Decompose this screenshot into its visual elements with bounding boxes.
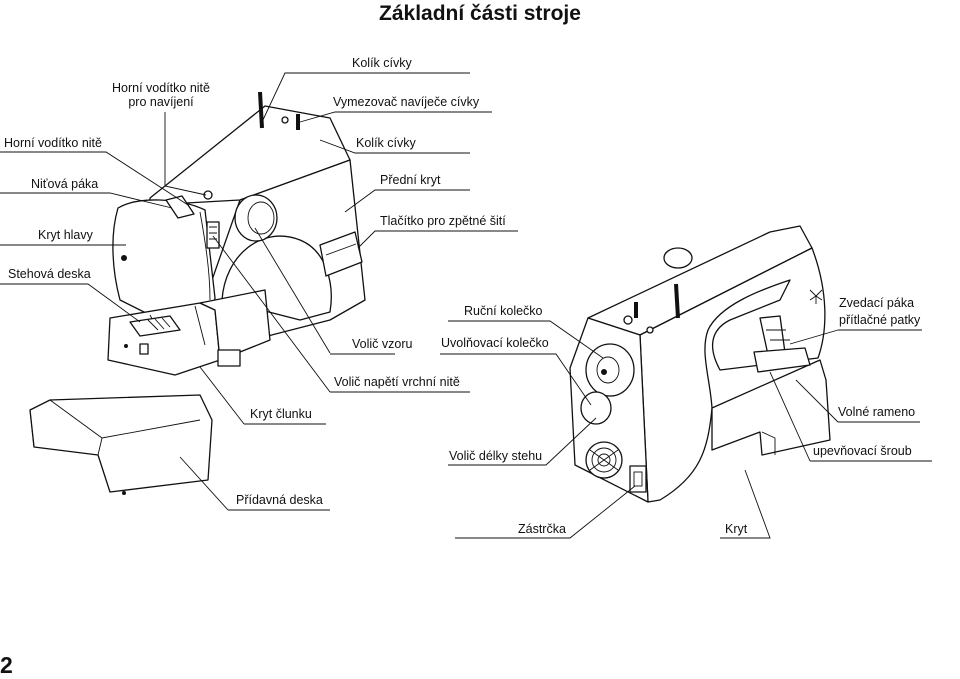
label-cover: Kryt [725, 522, 748, 536]
label-clutch-knob: Uvolňovací kolečko [441, 336, 549, 350]
label-hook-cover: Kryt člunku [250, 407, 312, 421]
pattern-dial [234, 194, 278, 242]
label-free-arm: Volné rameno [838, 405, 915, 419]
label-stitch-length: Volič délky stehu [449, 449, 542, 463]
reverse-button [319, 231, 363, 277]
label-presser-lever-line2: přítlačné patky [839, 313, 921, 327]
label-handwheel: Ruční kolečko [464, 304, 543, 318]
label-needle-plate: Stehová deska [8, 267, 91, 281]
label-extension-table: Přídavná deska [236, 493, 323, 507]
front-machine-illustration [107, 91, 366, 376]
extension-table-illustration [29, 394, 213, 495]
label-screw: upevňovací šroub [813, 444, 912, 458]
label-presser-lever-line1: Zvedací páka [839, 296, 914, 310]
label-bobbin-winder-stopper: Vymezovač navíječe cívky [333, 95, 480, 109]
page-number: 2 [0, 652, 13, 678]
label-upper-guide-winding-line2: pro navíjení [128, 95, 194, 109]
rear-machine-illustration [569, 225, 831, 503]
label-take-up-lever: Niťová páka [31, 177, 98, 191]
leader-lines [0, 72, 932, 539]
rear-machine-body [639, 247, 826, 503]
label-tension-dial: Volič napětí vrchní nitě [334, 375, 460, 389]
page-title: Základní části stroje [379, 2, 581, 25]
label-upper-thread-guide: Horní vodítko nitě [4, 136, 102, 150]
label-spool-pin: Kolík cívky [356, 136, 416, 150]
hook-cover-tab [217, 349, 241, 367]
label-front-cover: Přední kryt [380, 173, 441, 187]
label-spool-pin-top: Kolík cívky [352, 56, 412, 70]
label-reverse-button: Tlačítko pro zpětné šití [380, 214, 506, 228]
label-head-cover: Kryt hlavy [38, 228, 94, 242]
lamp-icon [809, 289, 823, 304]
label-plug: Zástrčka [518, 522, 566, 536]
part-labels: Kolík cívky Vymezovač navíječe cívky Kol… [4, 56, 921, 536]
tension-dial [206, 221, 220, 249]
needle-plate [129, 315, 181, 337]
rear-handwheel [585, 343, 635, 397]
clutch-knob-wheel [580, 391, 612, 425]
label-pattern-selector: Volič vzoru [352, 337, 412, 351]
label-upper-guide-winding-line1: Horní vodítko nitě [112, 81, 210, 95]
